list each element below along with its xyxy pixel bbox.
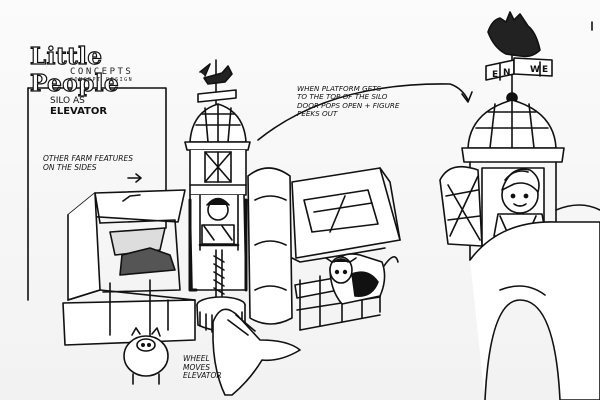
silo-elevator bbox=[184, 59, 251, 334]
cow-figure bbox=[325, 253, 399, 305]
note-line: ELEVATOR bbox=[183, 371, 222, 381]
left-barn bbox=[62, 189, 196, 346]
tube-slide bbox=[247, 167, 293, 325]
note-line: ELEVATOR bbox=[50, 106, 108, 118]
wheel-note: WHEEL MOVES ELEVATOR bbox=[183, 354, 222, 381]
note-line: WHEEL bbox=[183, 354, 210, 363]
note-line: MOVES bbox=[183, 362, 211, 372]
note-line: WHEN PLATFORM GETS bbox=[297, 84, 382, 93]
right-barn bbox=[291, 167, 401, 331]
logo-tagline: CONCEPT DESIGN bbox=[70, 77, 134, 83]
note-line: OTHER FARM FEATURES bbox=[43, 154, 133, 163]
logo-subtitle: CONCEPTS bbox=[70, 67, 134, 77]
logo-title: Little People bbox=[29, 42, 120, 97]
pig-figure bbox=[123, 327, 169, 385]
hand-drawing bbox=[212, 308, 301, 396]
note-line: ON THE SIDES bbox=[43, 162, 97, 172]
vane-letter-w: W bbox=[530, 65, 540, 75]
note-frame bbox=[27, 87, 167, 229]
other-features-note: OTHER FARM FEATURES ON THE SIDES bbox=[43, 154, 133, 172]
note-line: PEEKS OUT bbox=[297, 108, 338, 118]
silo-top-detail bbox=[439, 11, 600, 400]
note-line: DOOR POPS OPEN + FIGURE bbox=[297, 100, 400, 110]
vane-letter-e: E bbox=[492, 70, 498, 80]
vane-letter-n: N bbox=[503, 68, 511, 78]
silo-elevator-title: SILO AS ELEVATOR bbox=[50, 96, 107, 118]
note-line: SILO AS bbox=[50, 96, 85, 106]
platform-note: WHEN PLATFORM GETS TO THE TOP OF THE SIL… bbox=[297, 84, 400, 118]
vane-letter-e2: E bbox=[542, 65, 548, 75]
note-line: TO THE TOP OF THE SILO bbox=[297, 92, 388, 102]
little-people-logo: Little People CONCEPTS CONCEPT DESIGN bbox=[29, 42, 180, 97]
